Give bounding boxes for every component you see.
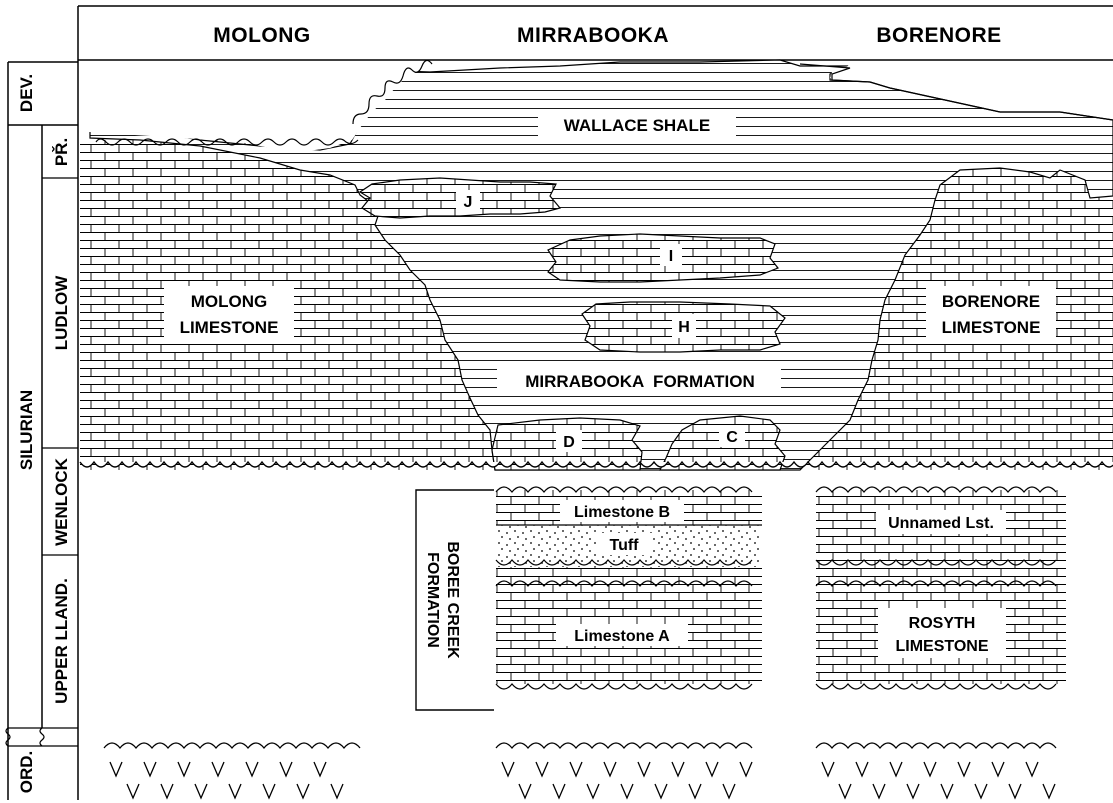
volcanic-symbol: [604, 762, 616, 776]
series-pridoli-label: PŘ.: [52, 138, 71, 166]
column-headers: MOLONG MIRRABOOKA BORENORE: [213, 24, 1001, 47]
volcanic-symbol: [314, 762, 326, 776]
lens-j-label: J: [464, 194, 473, 211]
volcanic-symbol: [502, 762, 514, 776]
volcanic-symbol: [553, 784, 565, 798]
volcanic-symbol: [161, 784, 173, 798]
volcanic-symbol: [992, 762, 1004, 776]
volcanic-symbol: [655, 784, 667, 798]
volcanic-symbol: [672, 762, 684, 776]
boree-creek-label-line2: FORMATION: [424, 552, 441, 648]
volcanic-symbol: [638, 762, 650, 776]
column-header-mirrabooka: MIRRABOOKA: [517, 24, 669, 47]
volcanic-symbol: [723, 784, 735, 798]
volcanic-symbol: [958, 762, 970, 776]
lens-h-label: H: [678, 319, 690, 336]
wallace-shale-label: WALLACE SHALE: [564, 116, 710, 135]
volcanic-symbol: [907, 784, 919, 798]
volcanic-symbol: [229, 784, 241, 798]
volcanic-symbol: [331, 784, 343, 798]
limestone-b-label: Limestone B: [574, 504, 670, 521]
volcanic-symbol: [178, 762, 190, 776]
volcanic-symbol: [839, 784, 851, 798]
column-header-molong: MOLONG: [213, 24, 311, 47]
volcanic-symbol: [280, 762, 292, 776]
volcanic-symbol: [195, 784, 207, 798]
mirrabooka-formation-label: MIRRABOOKA FORMATION: [525, 372, 754, 391]
volcanic-symbol: [587, 784, 599, 798]
period-dev-label: DEV.: [17, 74, 36, 112]
lens-c-label: C: [726, 429, 738, 446]
molong-limestone-label-line1: MOLONG: [191, 292, 268, 311]
volcanic-symbol: [873, 784, 885, 798]
volcanic-symbol: [1043, 784, 1055, 798]
volcanic-symbol: [144, 762, 156, 776]
series-ludlow-label: LUDLOW: [52, 275, 71, 351]
volcanic-symbol: [890, 762, 902, 776]
volcanic-symbol: [246, 762, 258, 776]
borenore-limestone-label-line2: LIMESTONE: [942, 318, 1041, 337]
volcanic-symbol: [570, 762, 582, 776]
column-header-borenore: BORENORE: [876, 24, 1001, 47]
molong-limestone-label-line2: LIMESTONE: [180, 318, 279, 337]
volcanic-symbol: [941, 784, 953, 798]
volcanic-symbol: [1026, 762, 1038, 776]
volcanic-symbol: [127, 784, 139, 798]
rosyth-limestone-label-line2: LIMESTONE: [895, 638, 988, 655]
volcanic-symbol: [110, 762, 122, 776]
period-ord-label: ORD.: [17, 751, 36, 794]
volcanic-symbol: [1009, 784, 1021, 798]
volcanic-symbol: [689, 784, 701, 798]
tuff-label: Tuff: [609, 537, 639, 554]
volcanic-symbol: [621, 784, 633, 798]
volcanic-symbol: [856, 762, 868, 776]
volcanic-symbol: [536, 762, 548, 776]
volcanic-symbol: [297, 784, 309, 798]
lens-i-label: I: [669, 248, 673, 265]
period-silurian-label: SILURIAN: [17, 390, 36, 470]
series-wenlock-label: WENLOCK: [52, 457, 71, 546]
volcanic-symbol: [740, 762, 752, 776]
boree-creek-label-line1: BOREE CREEK: [444, 541, 461, 659]
ordovician-volcanics: [104, 743, 1056, 798]
volcanic-symbol: [924, 762, 936, 776]
unnamed-lst-label: Unnamed Lst.: [888, 515, 994, 532]
borenore-limestone-label-line1: BORENORE: [942, 292, 1040, 311]
volcanic-symbol: [706, 762, 718, 776]
limestone-a-label: Limestone A: [574, 628, 670, 645]
lens-d-label: D: [563, 434, 575, 451]
volcanic-symbol: [519, 784, 531, 798]
volcanic-symbol: [975, 784, 987, 798]
series-upper-llandovery-label: UPPER LLAND.: [52, 578, 71, 704]
volcanic-symbol: [212, 762, 224, 776]
volcanic-symbol: [263, 784, 275, 798]
rosyth-limestone-label-line1: ROSYTH: [909, 615, 976, 632]
volcanic-symbol: [822, 762, 834, 776]
time-scale-labels: DEV. SILURIAN ORD. PŘ. LUDLOW WENLOCK UP…: [17, 74, 71, 793]
